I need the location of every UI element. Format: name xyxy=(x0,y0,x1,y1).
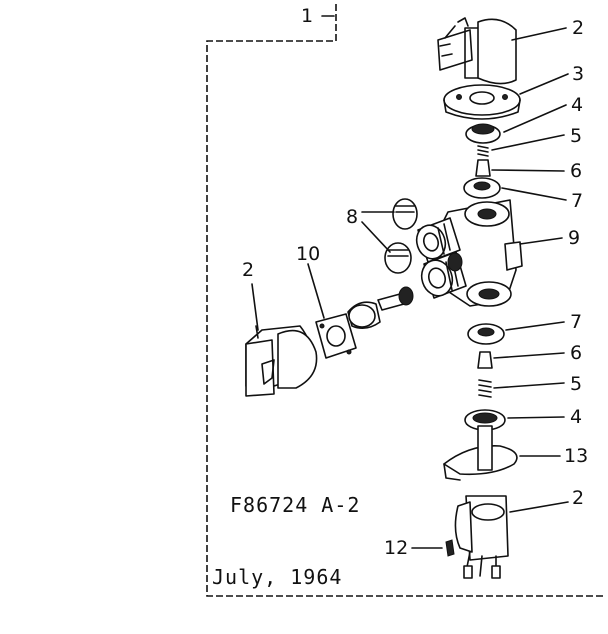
callout-6-top: 6 xyxy=(570,160,582,182)
callout-7-bottom: 7 xyxy=(570,311,582,333)
callout-12: 12 xyxy=(384,537,408,559)
plunger-bottom xyxy=(477,351,493,369)
gasket-top xyxy=(463,177,501,199)
leader-lines xyxy=(251,15,569,549)
spring-bottom xyxy=(478,379,492,398)
bottom-solenoid xyxy=(454,495,509,579)
callout-3: 3 xyxy=(572,63,584,85)
callout-5-bottom: 5 xyxy=(570,373,582,395)
mounting-plate xyxy=(443,84,521,120)
plunger-top xyxy=(475,159,491,177)
spring-top xyxy=(477,145,489,157)
callout-2-bottom: 2 xyxy=(572,487,584,509)
callout-1: 1 xyxy=(301,5,313,27)
diaphragm-top xyxy=(465,123,501,144)
drawing-code: F86724 A-2 xyxy=(230,493,360,517)
assembly-frame xyxy=(206,4,606,597)
callout-9: 9 xyxy=(568,227,580,249)
callout-7-top: 7 xyxy=(571,190,583,212)
valve-body xyxy=(415,199,523,307)
callout-4-bottom: 4 xyxy=(570,406,582,428)
callout-4-top: 4 xyxy=(571,94,583,116)
flow-caps xyxy=(384,198,418,274)
left-solenoid xyxy=(245,325,318,397)
drawing-date: July, 1964 xyxy=(212,565,342,589)
callout-2-top: 2 xyxy=(572,17,584,39)
callout-8: 8 xyxy=(346,206,358,228)
callout-6-bottom: 6 xyxy=(570,342,582,364)
bracket xyxy=(443,425,518,481)
callout-10: 10 xyxy=(296,243,320,265)
screw xyxy=(445,539,455,557)
callout-5-top: 5 xyxy=(570,125,582,147)
gasket-bottom xyxy=(467,323,505,345)
left-plunger-assembly xyxy=(315,286,414,359)
callout-2-left: 2 xyxy=(242,259,254,281)
top-solenoid xyxy=(437,17,517,85)
callout-13: 13 xyxy=(564,445,588,467)
